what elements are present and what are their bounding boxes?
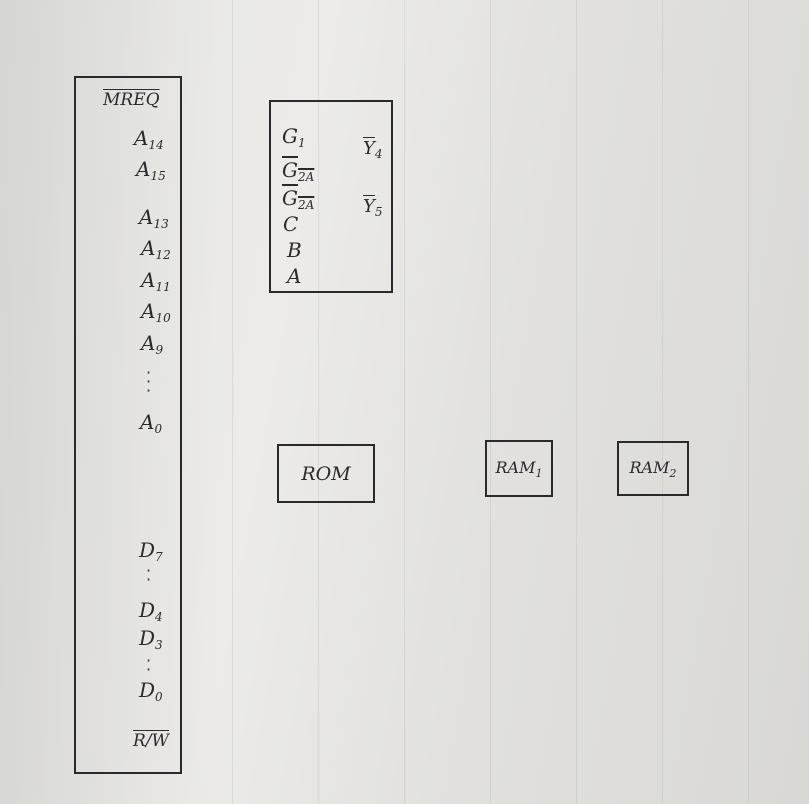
decoder-input-g2a: G2A <box>282 186 315 212</box>
address-pin-a14: A14 <box>134 126 164 152</box>
data-pin-d0: D0 <box>139 678 163 704</box>
data-pin-d3: D3 <box>139 626 163 652</box>
ram1-label: RAM1 <box>495 457 543 480</box>
decoder-block <box>269 100 393 293</box>
decoder-input-g1: G1 <box>282 124 306 150</box>
rom-label: ROM <box>301 462 351 485</box>
data-ellipsis-lower: ·· <box>146 651 152 679</box>
address-pin-a15: A15 <box>136 157 166 183</box>
paper-rule <box>318 0 319 804</box>
address-pin-a13: A13 <box>139 205 169 231</box>
rom-chip: ROM <box>277 444 375 503</box>
decoder-input-b: B <box>287 238 302 262</box>
mreq-label: MREQ <box>103 90 160 110</box>
address-pin-a11: A11 <box>141 268 171 294</box>
address-pin-a12: A12 <box>141 236 171 262</box>
ram1-chip: RAM1 <box>485 440 553 497</box>
rw-label: R/W <box>133 731 170 751</box>
paper-rule <box>490 0 491 804</box>
address-ellipsis: ··· <box>146 363 152 400</box>
data-pin-d7: D7 <box>139 538 163 564</box>
paper-rule <box>662 0 663 804</box>
paper-rule <box>576 0 577 804</box>
cpu-block <box>74 76 182 774</box>
paper-rule <box>232 0 233 804</box>
data-ellipsis-upper: ·· <box>146 561 152 589</box>
data-pin-d4: D4 <box>139 598 163 624</box>
decoder-input-a: A <box>287 264 302 288</box>
decoder-input-g2a: G2A <box>282 158 315 184</box>
decoder-output-y4: Y4 <box>363 138 383 161</box>
ram2-chip: RAM2 <box>617 441 689 496</box>
paper-rule <box>748 0 749 804</box>
address-pin-a0: A0 <box>140 410 163 436</box>
paper-rule <box>404 0 405 804</box>
address-pin-a9: A9 <box>141 331 164 357</box>
address-pin-a10: A10 <box>141 299 171 325</box>
ram2-label: RAM2 <box>629 457 677 480</box>
paper-shadow <box>0 0 220 804</box>
decoder-output-y5: Y5 <box>363 196 383 219</box>
decoder-input-c: C <box>283 212 299 236</box>
